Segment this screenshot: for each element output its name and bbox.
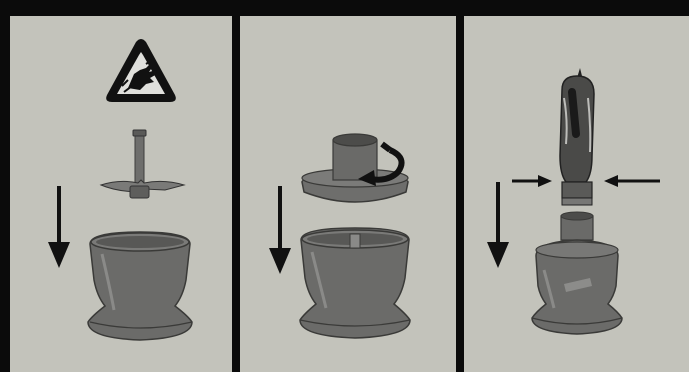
motor-handle-icon	[560, 68, 594, 205]
step-1-illustration	[10, 16, 232, 372]
step-2-panel	[240, 16, 456, 372]
lid-icon	[302, 134, 408, 202]
blade-insert-icon	[101, 130, 184, 198]
step-2-illustration	[240, 16, 456, 372]
warning-hand-cut-icon	[106, 39, 176, 102]
step-3-illustration	[464, 16, 689, 372]
assembled-chopper-icon	[532, 212, 622, 334]
step-3-panel	[464, 16, 689, 372]
chopper-bowl-icon	[88, 232, 192, 340]
bowl-with-blade-icon	[300, 228, 410, 338]
down-arrow-icon	[48, 186, 70, 268]
down-arrow-icon	[269, 186, 291, 274]
step-1-panel	[10, 16, 232, 372]
down-arrow-icon	[487, 182, 509, 268]
